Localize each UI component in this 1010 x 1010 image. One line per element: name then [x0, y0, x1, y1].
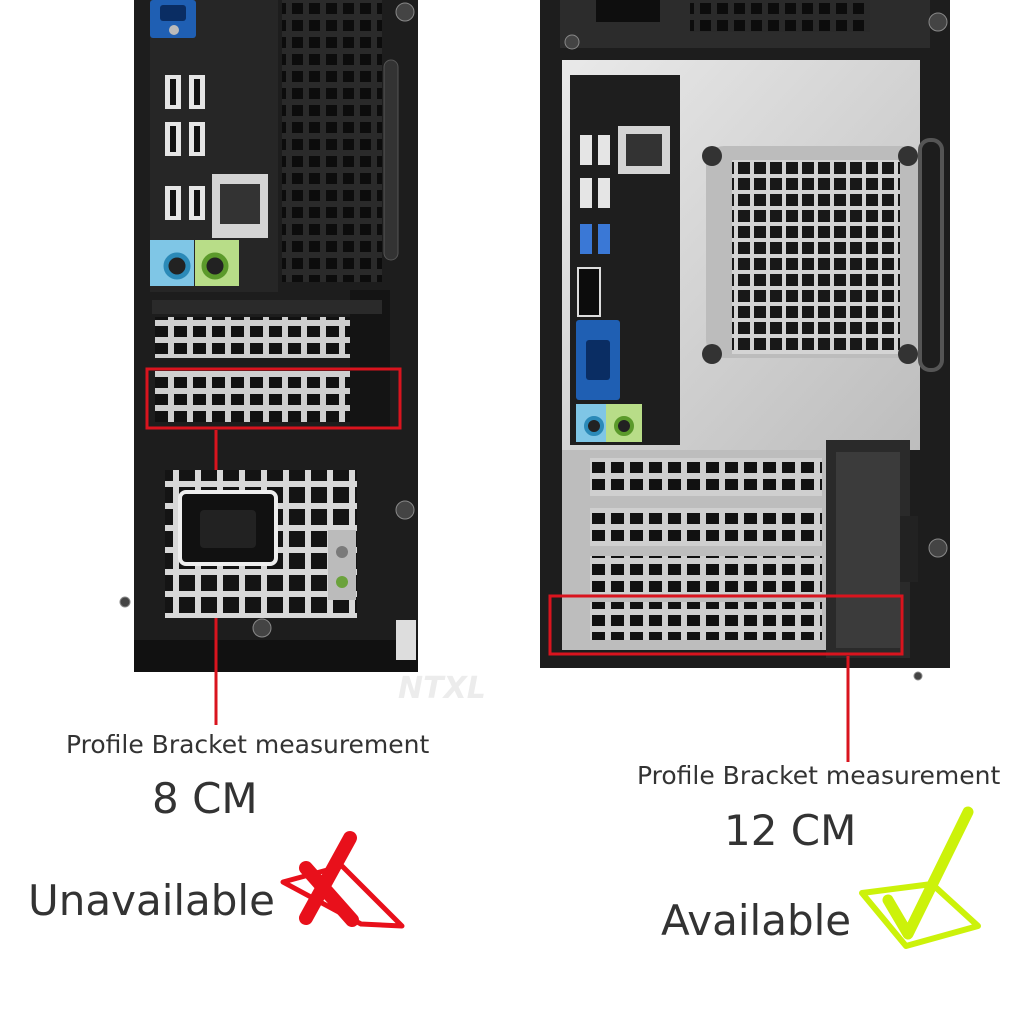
audio-out-jack-icon	[584, 416, 604, 436]
watermark-text: NTXL	[398, 671, 486, 706]
right-fan-grille	[732, 160, 900, 354]
left-computer-case	[119, 0, 418, 725]
audio-mic-jack-icon	[614, 416, 634, 436]
usb-ports	[580, 135, 610, 254]
right-status-label: Available	[661, 896, 852, 945]
left-slot-cover-top	[155, 317, 365, 358]
left-caption: Profile Bracket measurement	[66, 730, 430, 759]
cross-mark-icon	[280, 831, 405, 929]
left-vent-grid	[282, 0, 382, 282]
right-slot-cover-2	[590, 508, 822, 546]
left-bracket-highlight	[145, 367, 402, 430]
displayport-icon	[577, 267, 601, 317]
right-slot-cover-3	[590, 556, 822, 594]
left-slot-cover-bottom	[155, 371, 365, 422]
right-slot-cover-1	[590, 458, 822, 496]
right-computer-case	[540, 0, 950, 762]
audio-out-jack-icon	[163, 252, 191, 280]
right-slot-cover-4	[590, 602, 822, 640]
left-size-value: 8 CM	[152, 774, 258, 823]
check-mark-icon	[859, 806, 981, 949]
audio-mic-jack-icon	[201, 252, 229, 280]
right-size-value: 12 CM	[724, 806, 857, 855]
right-caption: Profile Bracket measurement	[637, 761, 1001, 790]
right-bracket-highlight	[548, 594, 904, 656]
left-status-label: Unavailable	[28, 876, 275, 925]
